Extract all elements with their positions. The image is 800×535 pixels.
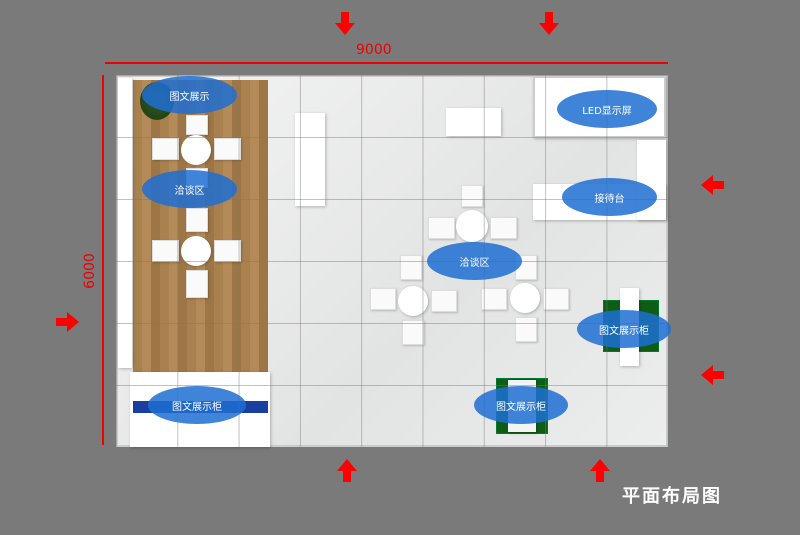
plan-title: 平面布局图 (622, 486, 722, 507)
chair (186, 270, 208, 298)
round-table (456, 210, 488, 242)
chair (431, 290, 457, 312)
chair (400, 255, 422, 280)
arrow-up-icon (590, 459, 610, 482)
arrow-right-icon (56, 312, 79, 332)
chair (490, 217, 517, 239)
chair (152, 138, 179, 160)
round-table (181, 135, 211, 165)
counter (446, 108, 501, 136)
chair (152, 240, 179, 262)
label-cabinet-bottom: 图文展示柜 (474, 386, 568, 424)
arrow-down-icon (335, 12, 355, 35)
depth-dimension-line (102, 75, 104, 445)
chair (214, 240, 241, 262)
label-display: 图文展示 (142, 76, 237, 114)
arrow-left-icon (701, 175, 724, 195)
chair (428, 217, 455, 239)
round-table (398, 286, 428, 316)
left-wall (118, 78, 132, 368)
round-table (181, 236, 211, 266)
chair (402, 320, 424, 345)
chair (186, 115, 208, 135)
arrow-left-icon (701, 365, 724, 385)
chair (370, 288, 396, 310)
arrow-down-icon (539, 12, 559, 35)
chair (481, 288, 507, 310)
chair (186, 208, 208, 232)
label-negotiation-center: 洽谈区 (427, 242, 522, 280)
chair (461, 185, 483, 207)
label-negotiation-left: 洽谈区 (142, 170, 237, 208)
width-dimension-line (105, 62, 668, 64)
label-cabinet-right: 图文展示柜 (577, 310, 671, 348)
chair (214, 138, 241, 160)
label-led-screen: LED显示屏 (557, 90, 657, 128)
width-dimension: 9000 (356, 42, 392, 58)
chair (543, 288, 569, 310)
label-reception: 接待台 (562, 178, 657, 216)
label-cabinet-left: 图文展示柜 (148, 386, 246, 424)
chair (515, 317, 537, 342)
display-stand (295, 113, 325, 206)
arrow-up-icon (337, 459, 357, 482)
round-table (510, 283, 540, 313)
